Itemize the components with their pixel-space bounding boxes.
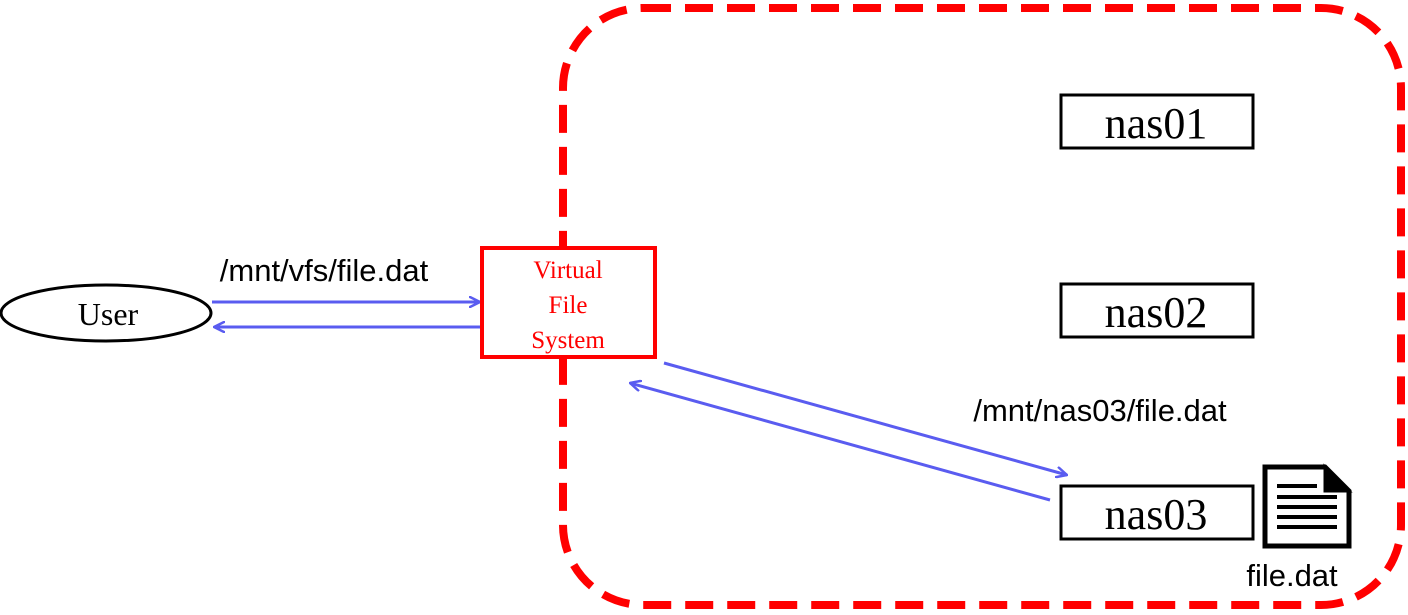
storage-boundary <box>559 4 1405 609</box>
nas01-node[interactable]: nas01 <box>1059 93 1255 150</box>
edge-label-vfs-nas03: /mnt/nas03/file.dat <box>973 393 1227 428</box>
nas03-label: nas03 <box>1105 490 1208 539</box>
vfs-node[interactable]: Virtual File System <box>480 246 657 359</box>
file-label: file.dat <box>1246 558 1338 593</box>
vfs-label-line3: System <box>531 327 605 354</box>
nas02-label: nas02 <box>1105 288 1208 337</box>
nas03-node[interactable]: nas03 <box>1059 484 1255 541</box>
vfs-label-line1: Virtual <box>533 257 602 284</box>
edge-label-user-vfs: /mnt/vfs/file.dat <box>220 253 429 288</box>
user-label: User <box>78 296 139 332</box>
user-node[interactable]: User <box>0 283 213 343</box>
nas02-node[interactable]: nas02 <box>1059 282 1255 339</box>
document-icon <box>1262 463 1353 549</box>
vfs-label-line2: File <box>549 292 588 319</box>
arrow-nas03-to-vfs <box>630 383 1051 502</box>
nas01-label: nas01 <box>1105 99 1208 148</box>
arrow-vfs-to-nas03 <box>663 361 1067 475</box>
